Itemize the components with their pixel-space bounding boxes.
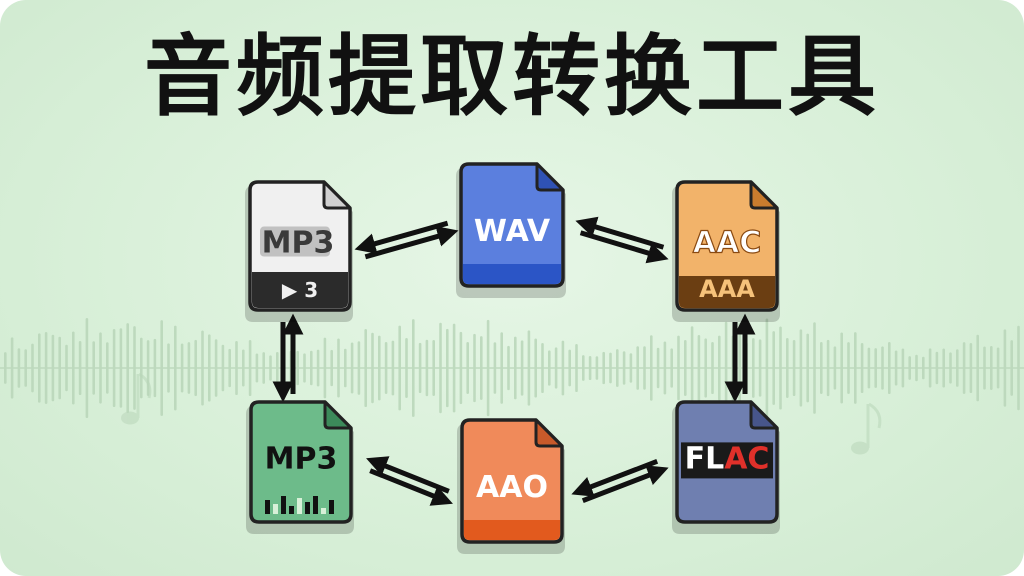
music-note-icon [121,372,152,425]
file-band [252,272,348,308]
file-band [679,276,775,308]
file-aac-icon: AAC AAA [672,180,780,322]
file-mp3-gray-label: MP3 [262,226,335,261]
music-note-icon [851,402,882,455]
double-arrow-icon [354,220,459,260]
double-arrow-icon [575,216,669,264]
double-arrow-icon [272,313,304,403]
file-aac-label: AAC [693,226,761,261]
double-arrow-icon [571,458,669,504]
double-arrow-icon [366,456,453,506]
file-band [464,520,560,540]
file-aao-label: AAO [476,470,548,505]
file-band [265,496,334,514]
arrows-group [272,216,756,506]
file-mp3-gray-icon: MP3 ▶ 3 [245,180,353,322]
file-mp3-green-icon: MP3 [246,400,354,534]
file-mp3-gray-sublabel: ▶ 3 [282,278,318,302]
file-flac-label: FLAC [685,441,770,476]
file-flac-icon: FLAC [672,400,780,534]
file-mp3-green-label: MP3 [265,441,338,476]
file-band [463,264,561,284]
file-band [681,442,773,479]
file-wav-label: WAV [474,214,551,249]
page-title: 音频提取转换工具 [143,25,880,128]
file-wav-icon: WAV [456,162,566,298]
file-aac-sublabel: AAA [699,275,755,303]
double-arrow-icon [724,313,756,403]
file-aao-icon: AAO [457,418,565,554]
